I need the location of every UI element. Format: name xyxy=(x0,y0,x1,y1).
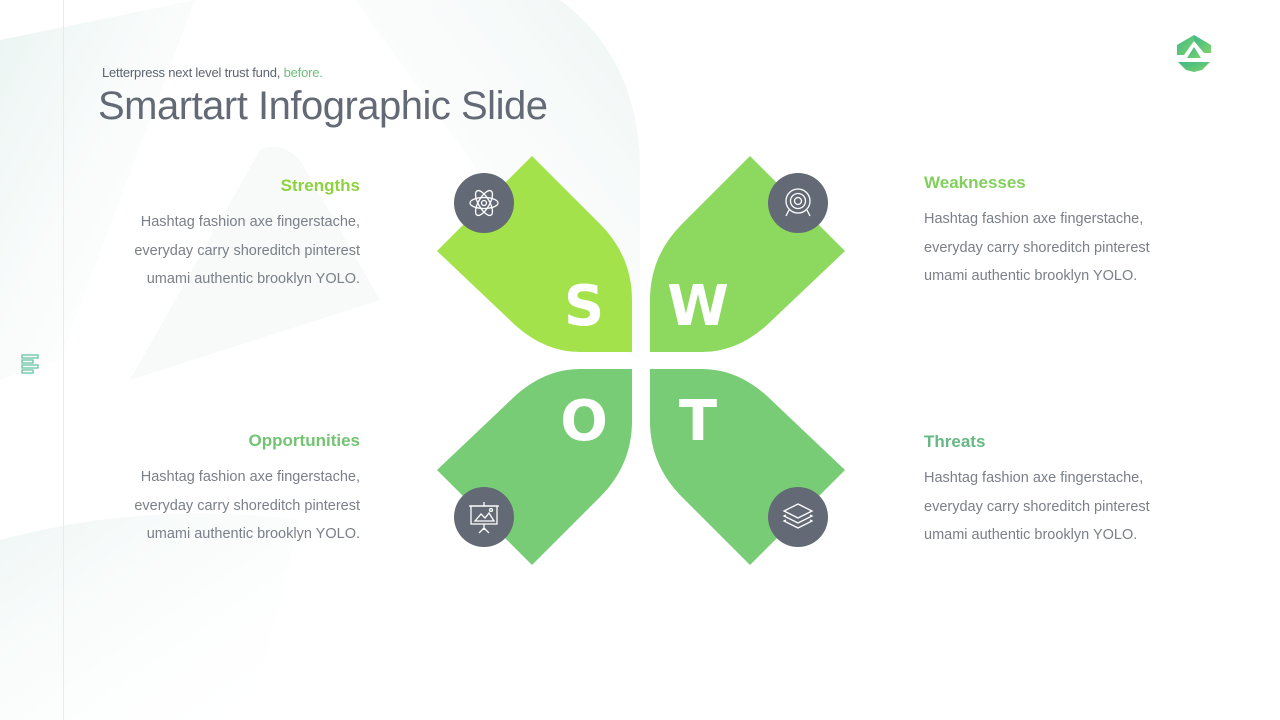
weaknesses-letter: W xyxy=(667,274,729,339)
target-icon xyxy=(768,173,828,233)
text-line: everyday carry shoreditch pinterest xyxy=(924,239,1150,256)
threats-petal: T xyxy=(650,369,845,565)
atom-icon xyxy=(454,173,514,233)
threats-description: Hashtag fashion axe fingerstache, everyda… xyxy=(924,464,1164,550)
strengths-block: Strengths Hashtag fashion axe fingerstac… xyxy=(120,176,360,294)
opportunities-block: Opportunities Hashtag fashion axe finger… xyxy=(120,431,360,549)
strengths-description: Hashtag fashion axe fingerstache, everyda… xyxy=(120,208,360,294)
strengths-petal: S xyxy=(437,156,632,352)
text-line: Hashtag fashion axe fingerstache, xyxy=(140,469,360,485)
text-line: umami authentic brooklyn YOLO. xyxy=(146,526,360,542)
menu-icon[interactable] xyxy=(20,353,42,375)
weaknesses-block: Weaknesses Hashtag fashion axe fingersta… xyxy=(924,173,1164,291)
weaknesses-heading: Weaknesses xyxy=(924,173,1026,192)
threats-heading: Threats xyxy=(924,432,986,451)
slide-subtitle: Letterpress next level trust fund, befor… xyxy=(102,65,323,80)
strengths-heading: Strengths xyxy=(280,176,360,195)
brand-logo-icon xyxy=(1177,35,1211,72)
subtitle-accent: before. xyxy=(283,65,323,80)
slide-title: Smartart Infographic Slide xyxy=(98,84,548,128)
subtitle-text: Letterpress next level trust fund, xyxy=(102,65,284,80)
text-line: everyday carry shoreditch pinterest xyxy=(134,242,360,259)
strengths-letter: S xyxy=(564,274,604,339)
text-line: Hashtag fashion axe fingerstache, xyxy=(924,211,1144,227)
text-line: Hashtag fashion axe fingerstache, xyxy=(924,470,1144,486)
opportunities-heading: Opportunities xyxy=(248,431,360,450)
text-line: everyday carry shoreditch pinterest xyxy=(134,497,360,514)
text-line: umami authentic brooklyn YOLO. xyxy=(924,268,1138,284)
threats-letter: T xyxy=(679,389,717,454)
weaknesses-petal: W xyxy=(650,156,845,352)
text-line: umami authentic brooklyn YOLO. xyxy=(146,271,360,287)
layers-icon xyxy=(768,487,828,547)
opportunities-letter: O xyxy=(560,389,608,454)
opportunities-description: Hashtag fashion axe fingerstache, everyda… xyxy=(120,463,360,549)
text-line: everyday carry shoreditch pinterest xyxy=(924,498,1150,515)
presentation-icon xyxy=(454,487,514,547)
text-line: Hashtag fashion axe fingerstache, xyxy=(140,214,360,230)
threats-block: Threats Hashtag fashion axe fingerstache… xyxy=(924,432,1164,550)
opportunities-petal: O xyxy=(437,369,632,565)
weaknesses-description: Hashtag fashion axe fingerstache, everyda… xyxy=(924,205,1164,291)
left-divider-line xyxy=(63,0,64,720)
text-line: umami authentic brooklyn YOLO. xyxy=(924,527,1138,543)
